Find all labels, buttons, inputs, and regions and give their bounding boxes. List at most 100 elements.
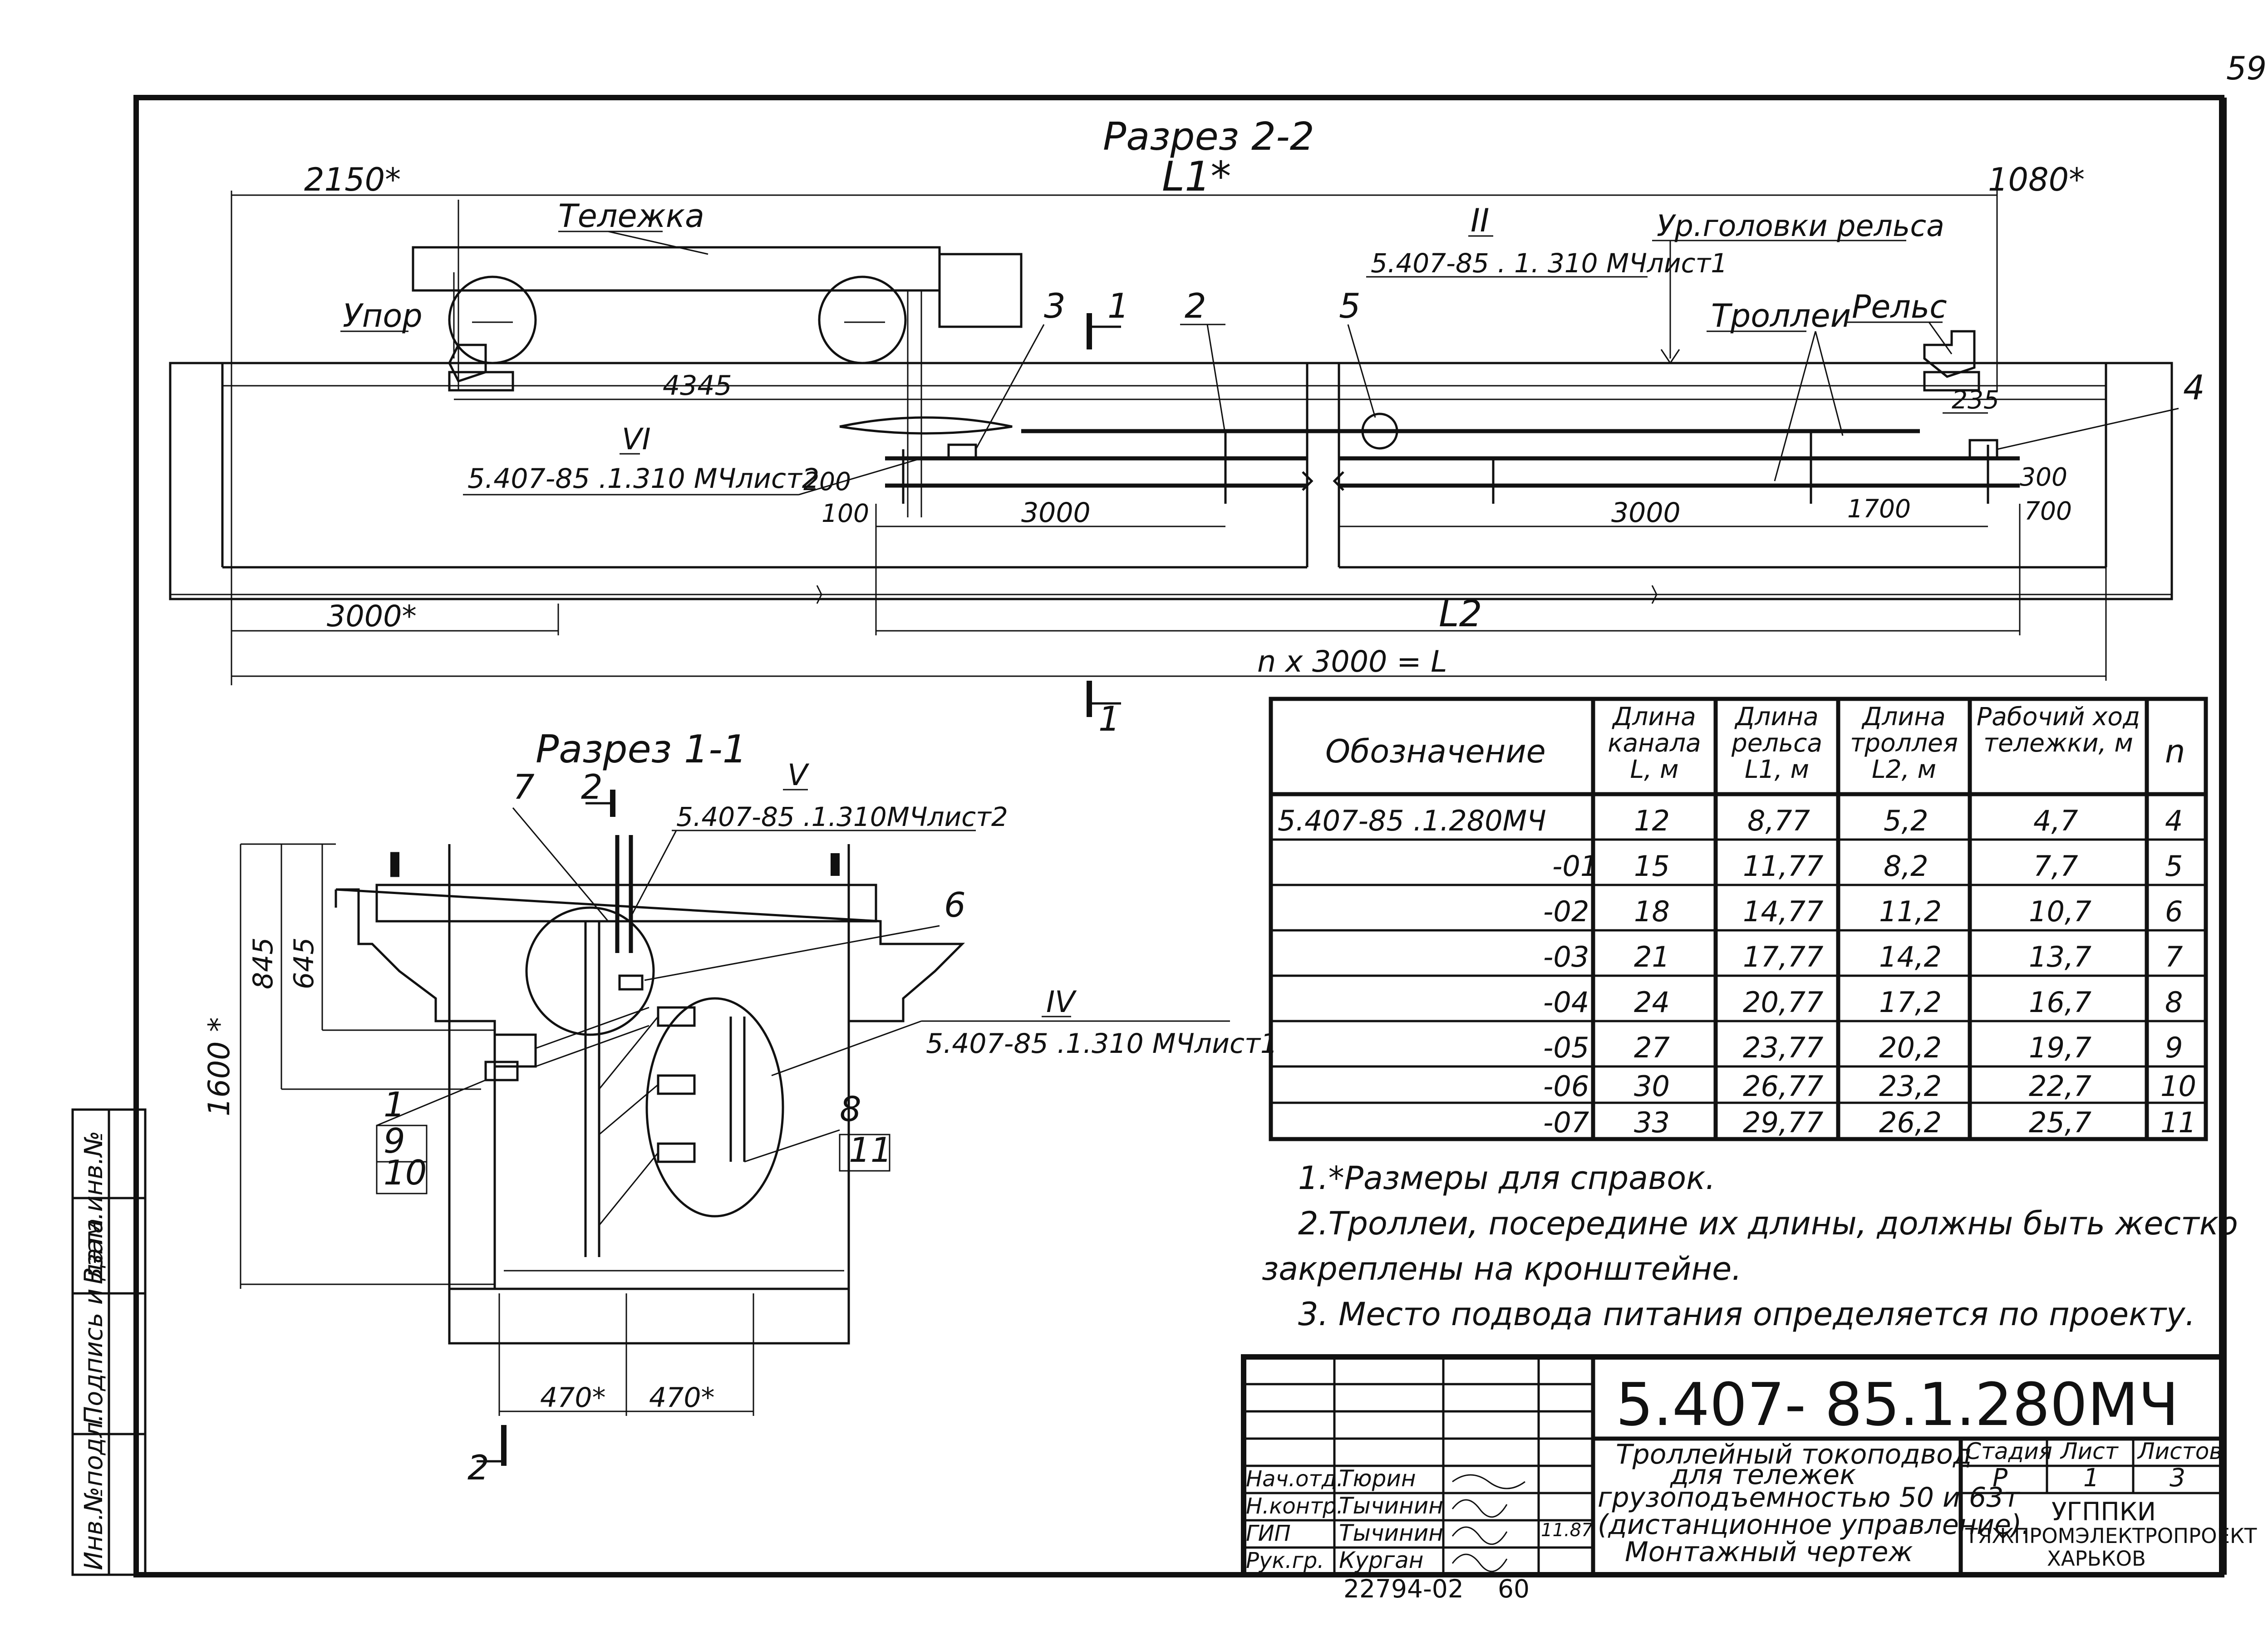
pos-7: 7 xyxy=(513,767,535,807)
table-cell: 5.407-85 .1.280МЧ xyxy=(1278,804,1546,837)
title-line-1: Троллейный токоподвод xyxy=(1616,1439,1972,1470)
note-2: 2.Троллеи, посередине их длины, должны б… xyxy=(1298,1205,2238,1242)
page-corner-number: 59 xyxy=(2226,50,2267,87)
feed-point-block xyxy=(1968,439,1998,460)
strip-field-replaced-inv: Взам.инв.№ xyxy=(79,1131,108,1284)
table-cell: 23,77 xyxy=(1743,1031,1824,1064)
trolley-body xyxy=(412,246,941,292)
cut-mark-bottom: 1 xyxy=(1098,699,1120,739)
role-norm-control: Н.контр. xyxy=(1246,1494,1343,1519)
table-cell: 5 xyxy=(2165,850,2183,883)
ref-VI-doc: 5.407-85 .1.310 МЧлист2 xyxy=(467,463,819,495)
dim-700: 700 xyxy=(2024,496,2072,526)
table-cell: -05 xyxy=(1543,1031,1589,1064)
table-cell: 26,77 xyxy=(1743,1070,1824,1103)
table-cell: 5,2 xyxy=(1884,804,1929,837)
table-cell: 8,2 xyxy=(1884,850,1929,883)
title-block: 5.407- 85.1.280МЧ Троллейный токоподвод … xyxy=(1241,1354,2257,1603)
table-cell: -01 xyxy=(1552,850,1598,883)
note-2-cont: закреплены на кронштейне. xyxy=(1262,1250,1742,1287)
pos-5-22: 5 xyxy=(1339,286,1361,326)
section-1-1-title: Разрез 1-1 xyxy=(536,727,747,772)
doc-code: 5.407- 85.1.280МЧ xyxy=(1616,1370,2179,1439)
rail-end-block xyxy=(1923,330,1976,378)
table-cell: 22,7 xyxy=(2029,1070,2091,1103)
table-cell: -03 xyxy=(1543,940,1589,973)
table-cell: 13,7 xyxy=(2029,940,2091,973)
note-3: 3. Место подвода питания определяется по… xyxy=(1298,1296,2195,1333)
dim-645: 645 xyxy=(288,937,320,989)
dim-470-b: 470* xyxy=(649,1382,715,1414)
table-cell: 25,7 xyxy=(2029,1106,2091,1139)
pos-11: 11 xyxy=(849,1130,892,1170)
table-cell: 30 xyxy=(1634,1070,1670,1103)
pos-8: 8 xyxy=(840,1089,861,1129)
th-channel-length: Длина канала L, м xyxy=(1608,703,1701,784)
ref-IV-doc: 5.407-85 .1.310 МЧлист1 xyxy=(926,1028,1278,1060)
stage-value: Р xyxy=(1992,1463,2008,1492)
bracket-left xyxy=(484,1061,519,1081)
sheet-value: 1 xyxy=(2083,1463,2099,1492)
org-line-2: ТЯЖПРОМЭЛЕКТРОПРОЕКТ xyxy=(1965,1524,2257,1548)
pos-3-22: 3 xyxy=(1044,286,1066,326)
strip-field-inv-number: Инв.№подл. xyxy=(79,1414,108,1570)
role-group-leader: Рук.гр. xyxy=(1246,1548,1324,1573)
sheets-value: 3 xyxy=(2170,1463,2185,1492)
stop-block xyxy=(448,344,487,383)
table-cell: 17,77 xyxy=(1743,940,1824,973)
table-cell: 19,7 xyxy=(2029,1031,2091,1064)
table-cell: 7,7 xyxy=(2033,850,2078,883)
table-cell: -06 xyxy=(1543,1070,1589,1103)
org-line-3: ХАРЬКОВ xyxy=(2047,1547,2146,1571)
left-strip: Инв.№подл. Подпись и дата Взам.инв.№ xyxy=(71,1108,147,1576)
channel-outline xyxy=(169,362,2173,600)
th-designation: Обозначение xyxy=(1325,733,1546,770)
table-cell: 14,2 xyxy=(1879,940,1942,973)
section-2-2-title: Разрез 2-2 xyxy=(1103,114,1314,159)
table-cell: 26,2 xyxy=(1879,1106,1942,1139)
ref-V-doc: 5.407-85 .1.310МЧлист2 xyxy=(676,801,1008,832)
sheet-header: Лист xyxy=(2060,1438,2119,1464)
table-cell: 11 xyxy=(2160,1106,2196,1139)
dim-L2: L2 xyxy=(1439,593,1482,635)
note-1: 1.*Размеры для справок. xyxy=(1298,1160,1716,1197)
ref-II-mark: II xyxy=(1471,202,1489,239)
label-trolley: Тележка xyxy=(558,197,704,235)
table-cell: -02 xyxy=(1543,895,1589,928)
name-2: Тычинин xyxy=(1339,1493,1443,1519)
title-line-3: грузоподъемностью 50 и 63т xyxy=(1598,1482,2020,1513)
table-cell: 20,77 xyxy=(1743,986,1824,1019)
org-line-1: УГППКИ xyxy=(2052,1497,2156,1526)
table-cell: 23,2 xyxy=(1879,1070,1942,1103)
table-cell: 4,7 xyxy=(2033,804,2078,837)
position-5-circle xyxy=(1361,413,1398,450)
stage-header: Стадия xyxy=(1965,1438,2052,1464)
table-cell: 20,2 xyxy=(1879,1031,1942,1064)
dim-3000-b: 3000 xyxy=(1611,497,1681,529)
crossbeam xyxy=(375,884,877,923)
channel-bottom xyxy=(448,1287,850,1345)
pos-4-22: 4 xyxy=(2183,368,2205,408)
current-collector xyxy=(839,416,1013,435)
table-cell: 18 xyxy=(1634,895,1670,928)
page-number: 60 xyxy=(1498,1574,1530,1603)
date-value: 11.87 xyxy=(1541,1520,1593,1541)
trolley-wheel-left xyxy=(448,275,537,364)
archive-number: 22794-02 xyxy=(1343,1574,1464,1603)
table-cell: 21 xyxy=(1634,940,1670,973)
th-n: n xyxy=(2165,733,2185,770)
table-cell: 29,77 xyxy=(1743,1106,1824,1139)
dim-2150: 2150* xyxy=(304,161,401,198)
section-2-2: Разрез 2-2 2150* L1* 1080* Тележка xyxy=(169,114,2205,739)
table-cell: 15 xyxy=(1634,850,1670,883)
table-cell: 10,7 xyxy=(2029,895,2091,928)
strip-field-signature-date: Подпись и дата xyxy=(79,1218,108,1425)
title-line-4: (дистанционное управление). xyxy=(1598,1509,2030,1541)
cut-mark-2: 2 xyxy=(467,1448,489,1488)
role-chief-engineer: ГИП xyxy=(1246,1521,1291,1546)
table-cell: 14,77 xyxy=(1743,895,1824,928)
ref-II-doc: 5.407-85 . 1. 310 МЧлист1 xyxy=(1371,248,1727,279)
dim-total-length: n x 3000 = L xyxy=(1257,645,1447,679)
table-cell: 27 xyxy=(1634,1031,1670,1064)
